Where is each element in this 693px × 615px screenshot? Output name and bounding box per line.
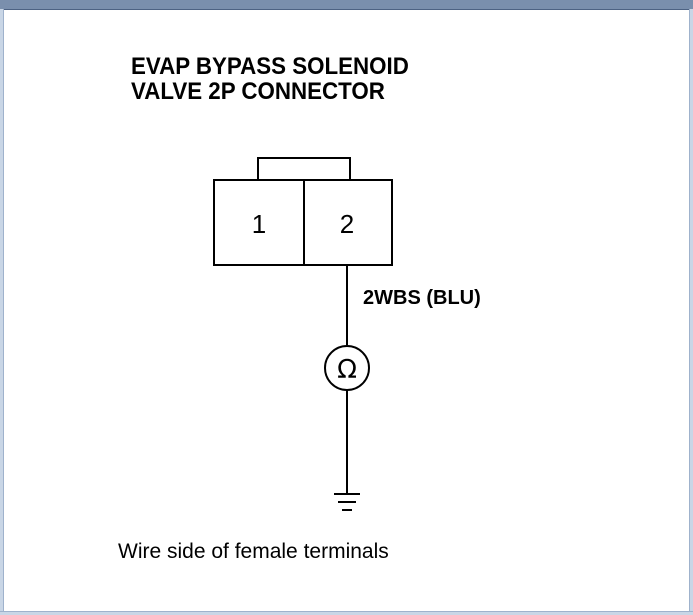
- window-right-border: [689, 9, 693, 615]
- ground-icon: [334, 493, 360, 511]
- connector-lock-tab: [257, 157, 351, 180]
- ohm-symbol: Ω: [337, 355, 357, 385]
- connector-title: EVAP BYPASS SOLENOID VALVE 2P CONNECTOR: [131, 54, 503, 104]
- pin-2-label: 2: [340, 209, 354, 239]
- pin-1-label: 1: [252, 209, 266, 239]
- diagram-caption: Wire side of female terminals: [118, 540, 389, 563]
- window-left-border: [0, 9, 4, 615]
- window-top-bar: [0, 0, 693, 10]
- title-line-2: VALVE 2P CONNECTOR: [131, 78, 385, 105]
- window-bottom-border: [0, 611, 693, 615]
- title-line-1: EVAP BYPASS SOLENOID: [131, 53, 409, 80]
- ohmmeter-icon: Ω: [324, 345, 370, 391]
- wire-label: 2WBS (BLU): [363, 287, 481, 309]
